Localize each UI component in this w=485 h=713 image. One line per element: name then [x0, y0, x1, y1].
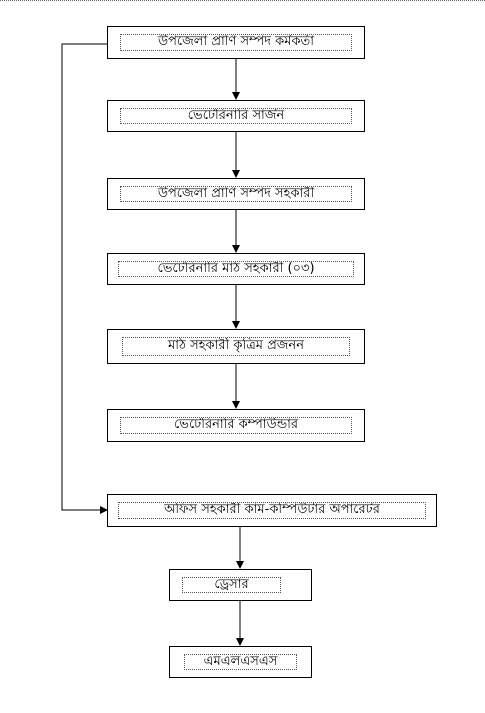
node-label: মাঠ সহকারী কৃত্রিম প্রজনন: [122, 337, 350, 356]
node-label: ভেটেরিনারি মাঠ সহকারী (০৩): [118, 261, 354, 277]
node-label: ভেটেরিনারি কম্পাউন্ডার: [120, 417, 352, 434]
node-label: এমএলএসএস: [184, 654, 297, 670]
node-veterinary-field-assistant: ভেটেরিনারি মাঠ সহকারী (০৩): [107, 253, 365, 285]
bypass-line-1-7: [61, 43, 108, 514]
node-label: উপজেলা প্রাণি সম্পদ কর্মকর্তা: [120, 34, 352, 51]
node-office-assistant-computer-operator: অফিস সহকারী কাম-কম্পিউটার অপারেটর: [107, 494, 437, 527]
node-veterinary-surgeon: ভেটেরিনারি সার্জন: [107, 100, 365, 132]
node-upazila-livestock-assistant: উপজেলা প্রাণি সম্পদ সহকারী: [107, 178, 365, 210]
top-dotted-rule: [0, 0, 485, 1]
node-mlss: এমএলএসএস: [169, 646, 312, 678]
node-dresser: ড্রেসার: [169, 569, 312, 601]
node-field-assistant-ai: মাঠ সহকারী কৃত্রিম প্রজনন: [107, 329, 365, 364]
node-veterinary-compounder: ভেটেরিনারি কম্পাউন্ডার: [107, 409, 365, 442]
node-upazila-livestock-officer: উপজেলা প্রাণি সম্পদ কর্মকর্তা: [107, 26, 365, 59]
node-label: ভেটেরিনারি সার্জন: [120, 108, 352, 124]
node-label: উপজেলা প্রাণি সম্পদ সহকারী: [120, 186, 352, 202]
node-label: ড্রেসার: [182, 577, 281, 593]
node-label: অফিস সহকারী কাম-কম্পিউটার অপারেটর: [118, 502, 426, 519]
